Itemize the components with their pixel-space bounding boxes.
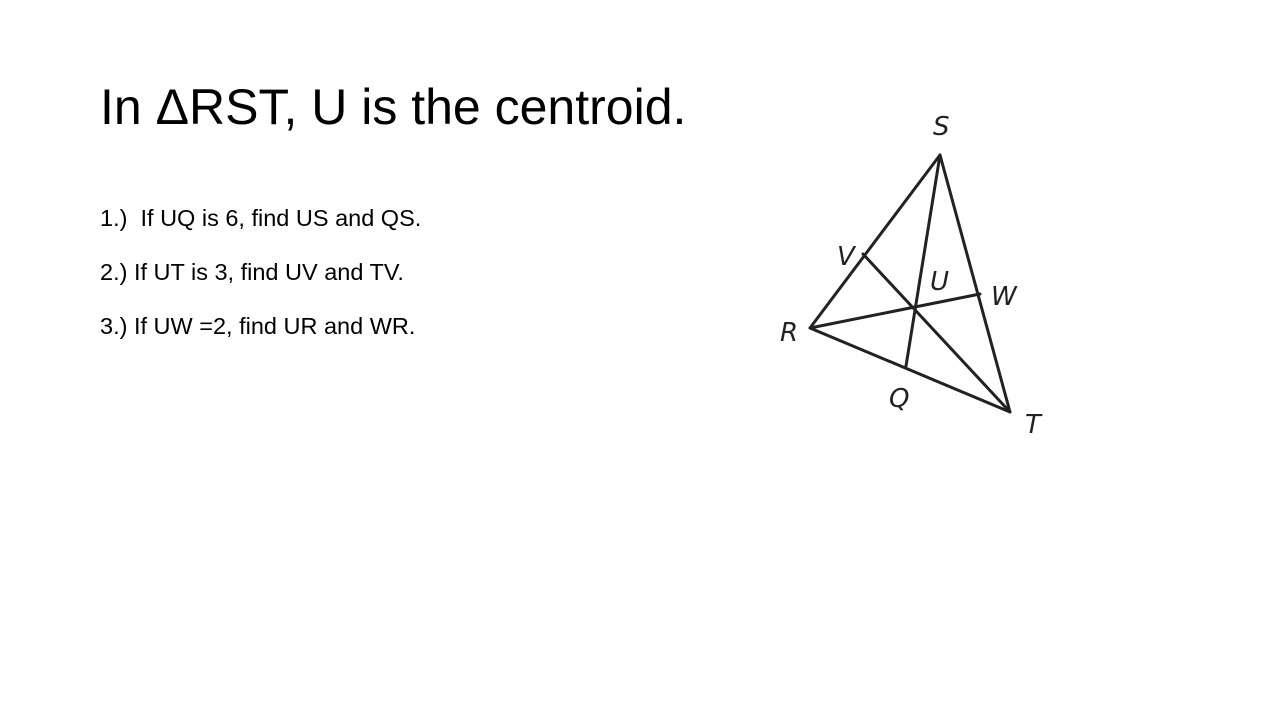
label-u: U [930, 267, 949, 297]
median-tv [861, 252, 1012, 414]
slide-title: In ΔRST, U is the centroid. [100, 79, 687, 135]
median-sq [904, 153, 942, 368]
triangle-rst [808, 153, 1012, 414]
label-s: S [933, 112, 950, 142]
question-list: 1.) If UQ is 6, find US and QS. 2.) If U… [100, 196, 421, 358]
label-w: W [991, 282, 1018, 312]
question-item-1: 1.) If UQ is 6, find US and QS. [100, 205, 422, 231]
question-item-3: 3.) If UW =2, find UR and WR. [100, 313, 416, 339]
label-r: R [780, 318, 798, 348]
median-rw [808, 292, 982, 330]
label-t: T [1025, 410, 1043, 440]
label-v: V [837, 242, 857, 272]
question-item-2: 2.) If UT is 3, find UV and TV. [100, 259, 404, 285]
triangle-figure: S V U W R Q T [765, 95, 1065, 460]
triangle-diagram: S V U W R Q T [780, 112, 1043, 440]
label-q: Q [889, 384, 909, 414]
